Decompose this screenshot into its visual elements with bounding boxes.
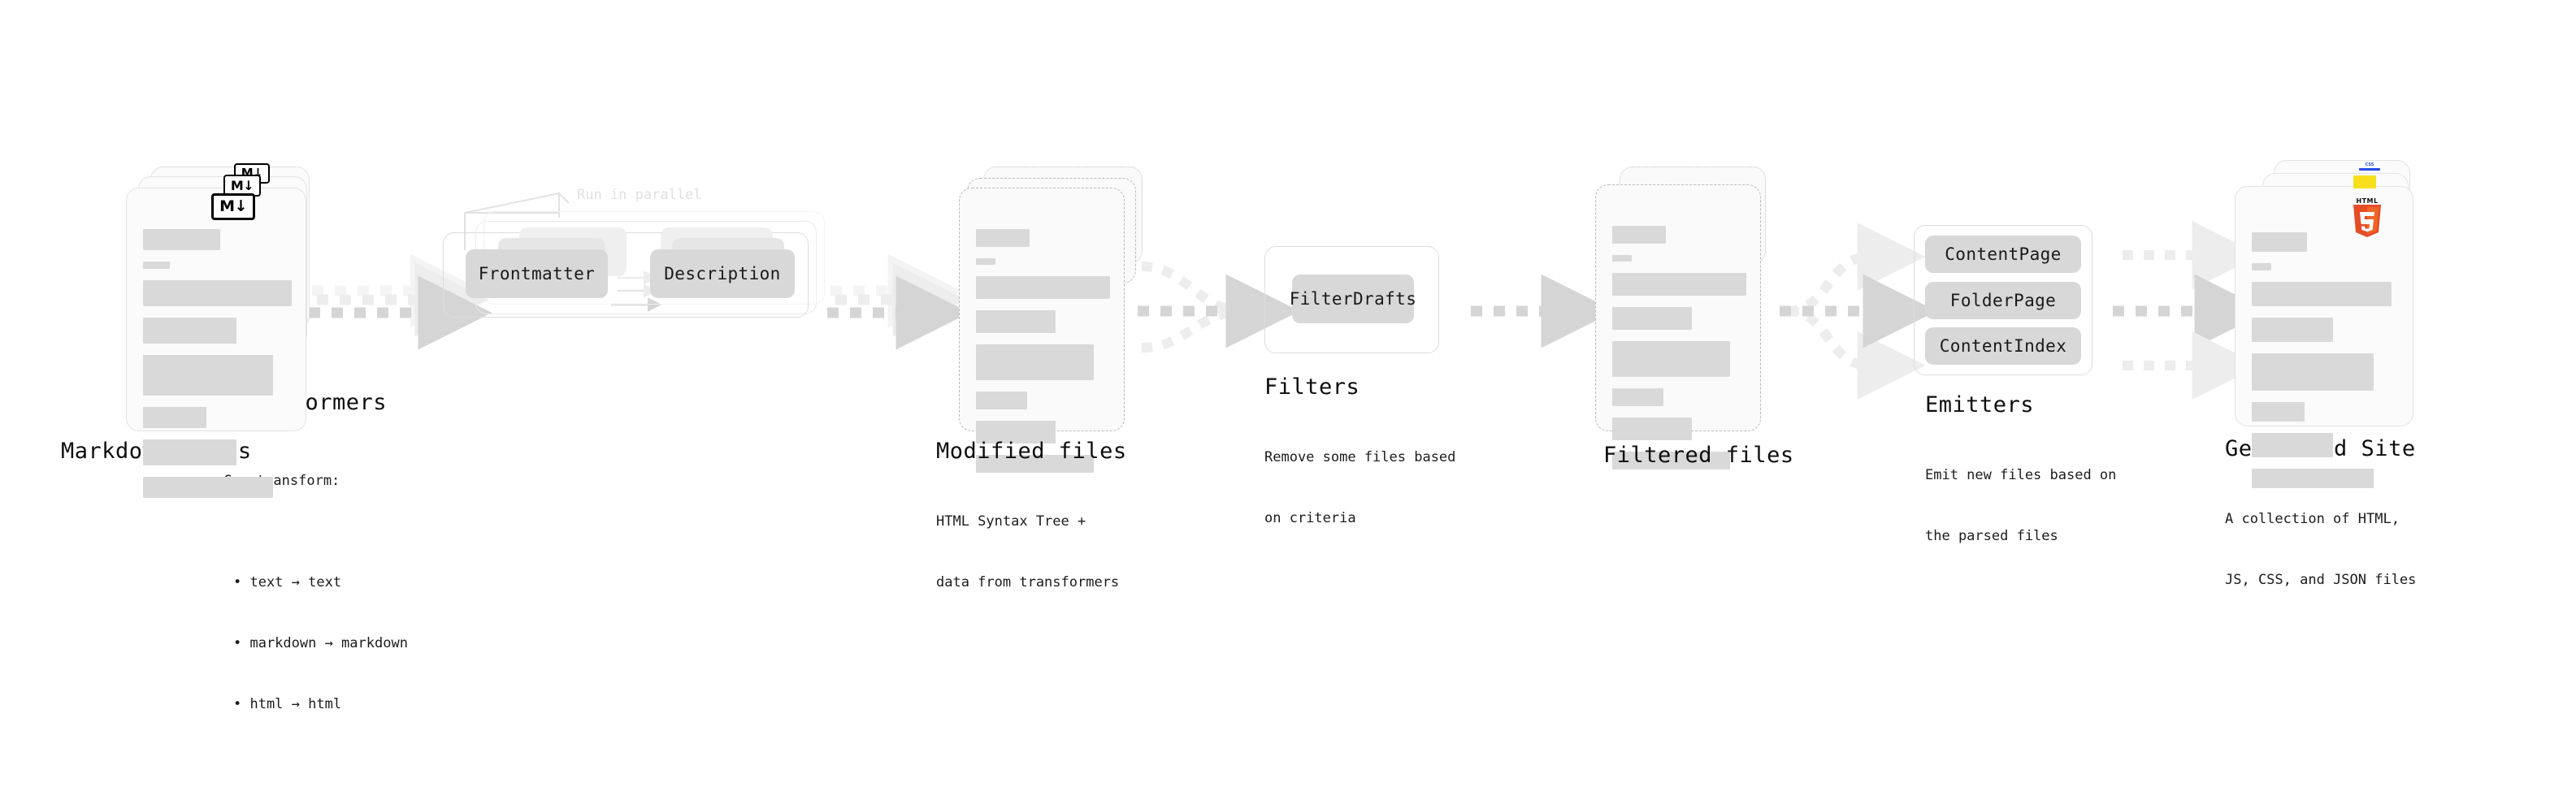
stage-title-modified-files: Modified files: [936, 439, 1127, 464]
filters-caption-line-1: on criteria: [1264, 510, 1356, 526]
emitter-chip-folderpage-label: FolderPage: [1949, 291, 2057, 310]
markdown-card-content: [143, 229, 292, 509]
transformers-bullet-0: • text → text: [233, 574, 342, 591]
html5-icon: HTML: [2350, 197, 2384, 239]
emitter-chip-contentpage-label: ContentPage: [1945, 244, 2062, 264]
diagram-canvas: M↓ M↓ M↓ Markdown Files Frontmatter Desc…: [61, 160, 2478, 712]
emitter-chip-contentindex-label: ContentIndex: [1939, 336, 2067, 356]
stage-modified-files: Modified files HTML Syntax Tree + data f…: [936, 167, 1170, 591]
html5-icon-wordmark: HTML: [2356, 197, 2379, 205]
transformers-bullet-1: • markdown → markdown: [233, 635, 408, 651]
arrow-markdown-to-transformers: [309, 253, 492, 350]
emitter-chip-contentindex[interactable]: ContentIndex: [1925, 327, 2081, 365]
filter-chip-filterdrafts[interactable]: FilterDrafts: [1289, 275, 1417, 323]
filters-caption: Remove some files based on criteria: [1264, 407, 1455, 569]
js-icon: [2353, 175, 2376, 188]
modified-files-caption-line-1: data from transformers: [936, 574, 1120, 591]
html5-shield-icon: [2353, 204, 2381, 237]
stage-filtered-files: Filtered files: [1595, 167, 1806, 491]
emitters-caption: Emit new files based on the parsed files: [1925, 425, 2116, 587]
run-in-parallel-label: Run in parallel: [577, 187, 702, 203]
markdown-icon-mid: M↓: [223, 175, 261, 197]
site-card-front: [2235, 186, 2413, 488]
stage-markdown-files: M↓ M↓ M↓ Markdown Files: [61, 163, 321, 498]
filters-frame: [1264, 246, 1439, 353]
generated-site-caption-line-1: JS, CSS, and JSON files: [2225, 572, 2417, 588]
markdown-icon: M↓: [211, 193, 255, 220]
site-card-content: [2252, 232, 2396, 500]
emitter-chip-contentpage[interactable]: ContentPage: [1925, 236, 2081, 273]
transformer-chip-description[interactable]: Description: [650, 249, 795, 298]
generated-site-caption: A collection of HTML, JS, CSS, and JSON …: [2225, 469, 2416, 631]
emitters-frame: [1914, 225, 2092, 375]
emitters-caption-line-0: Emit new files based on: [1925, 467, 2117, 483]
stage-title-filters: Filters: [1264, 374, 1360, 400]
filtered-card-content: [1612, 226, 1746, 481]
css-icon: CSS: [2359, 162, 2380, 174]
transformer-chip-description-label: Description: [664, 264, 781, 283]
filter-chip-filterdrafts-label: FilterDrafts: [1289, 289, 1417, 309]
stage-title-filtered-files: Filtered files: [1603, 443, 1794, 468]
transformers-bullet-list: • text → text • markdown → markdown • ht…: [223, 532, 408, 755]
emitter-chip-folderpage[interactable]: FolderPage: [1925, 282, 2081, 319]
stage-transformers: Frontmatter Description Run in parallel …: [223, 187, 865, 712]
markdown-card-front: [126, 188, 306, 498]
transformers-bullet-2: • html → html: [233, 696, 342, 712]
modified-card-content: [976, 229, 1110, 484]
filtered-card-front: [1595, 184, 1761, 469]
css-icon-wordmark: CSS: [2365, 162, 2374, 167]
filters-caption-line-0: Remove some files based: [1264, 449, 1456, 465]
markdown-icon-letter-mid: M: [230, 177, 244, 193]
transformer-chip-frontmatter-label: Frontmatter: [478, 264, 596, 283]
stage-title-emitters: Emitters: [1925, 392, 2035, 417]
modified-files-caption-line-0: HTML Syntax Tree +: [936, 513, 1086, 530]
stage-generated-site: CSS HTML Generated Site A collection o: [2225, 160, 2478, 588]
markdown-icon-letter-front: M: [219, 197, 235, 215]
stage-emitters: ContentPage FolderPage ContentIndex Emit…: [1914, 225, 2158, 544]
transformer-chip-frontmatter[interactable]: Frontmatter: [466, 249, 608, 298]
modified-card-front: [959, 188, 1125, 473]
emitters-caption-line-1: the parsed files: [1925, 528, 2058, 544]
modified-files-caption: HTML Syntax Tree + data from transformer…: [936, 471, 1119, 634]
stage-filters: FilterDrafts Filters Remove some files b…: [1264, 246, 1476, 526]
generated-site-caption-line-0: A collection of HTML,: [2225, 511, 2400, 527]
